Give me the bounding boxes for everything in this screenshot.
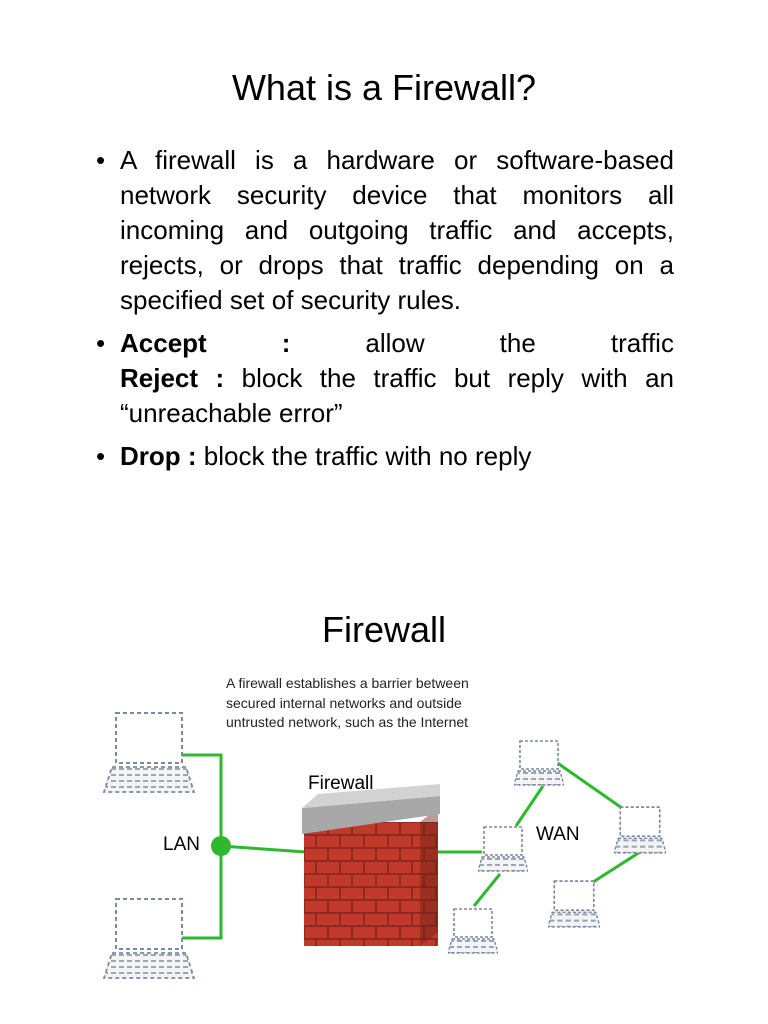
bullet-accept-reject: Accept : allow the traffic Reject : bloc… — [96, 326, 674, 431]
wan-link — [555, 760, 623, 810]
accept-colon: : — [281, 328, 291, 358]
slide2-title: Firewall — [321, 609, 446, 650]
caption-line: A firewall establishes a barrier between — [226, 675, 469, 691]
reject-desc: block the traffic but reply with an “unr… — [120, 363, 675, 428]
lan-hub-node — [211, 836, 231, 856]
accept-word: traffic — [610, 328, 674, 358]
caption-line: secured internal networks and outside — [226, 694, 462, 711]
lan-label: LAN — [163, 834, 200, 855]
bullet-drop: Drop : block the traffic with no reply — [96, 439, 674, 474]
bullet-definition: A firewall is a hardware or software-bas… — [96, 143, 674, 318]
network-links — [182, 753, 641, 940]
laptop-icon — [548, 880, 600, 928]
laptop-icon — [103, 712, 195, 793]
laptop-icon — [103, 898, 195, 979]
caption-line: untrusted network, such as the Internet — [226, 714, 469, 730]
laptop-icon — [478, 826, 528, 872]
reject-line: Reject : block the traffic but reply wit… — [120, 361, 674, 431]
laptop-icon — [614, 806, 666, 854]
accept-word: allow — [365, 328, 425, 358]
firewall-label: Firewall — [308, 773, 373, 794]
wan-label: WAN — [536, 824, 580, 845]
diagram-caption: A firewall establishes a barrier between… — [226, 674, 526, 733]
wan-link — [472, 873, 502, 907]
laptop-icon — [514, 740, 564, 786]
drop-term: Drop : — [120, 441, 197, 471]
definition-text: A firewall is a hardware or software-bas… — [120, 145, 674, 315]
laptop-icon — [448, 908, 498, 954]
accept-term: Accept — [120, 328, 207, 358]
lan-link-bottom — [182, 846, 223, 940]
accept-line: Accept : allow the traffic — [120, 326, 674, 361]
slide-title: What is a Firewall? — [231, 67, 537, 108]
lan-to-firewall-link — [220, 844, 307, 854]
wan-link — [514, 785, 545, 827]
drop-desc: block the traffic with no reply — [203, 441, 532, 471]
bullet-list: A firewall is a hardware or software-bas… — [96, 143, 674, 482]
brick-wall-icon — [302, 784, 440, 946]
wan-link — [589, 850, 641, 886]
lan-link-top — [182, 753, 223, 846]
accept-word: the — [499, 328, 536, 358]
reject-term: Reject : — [120, 363, 225, 393]
